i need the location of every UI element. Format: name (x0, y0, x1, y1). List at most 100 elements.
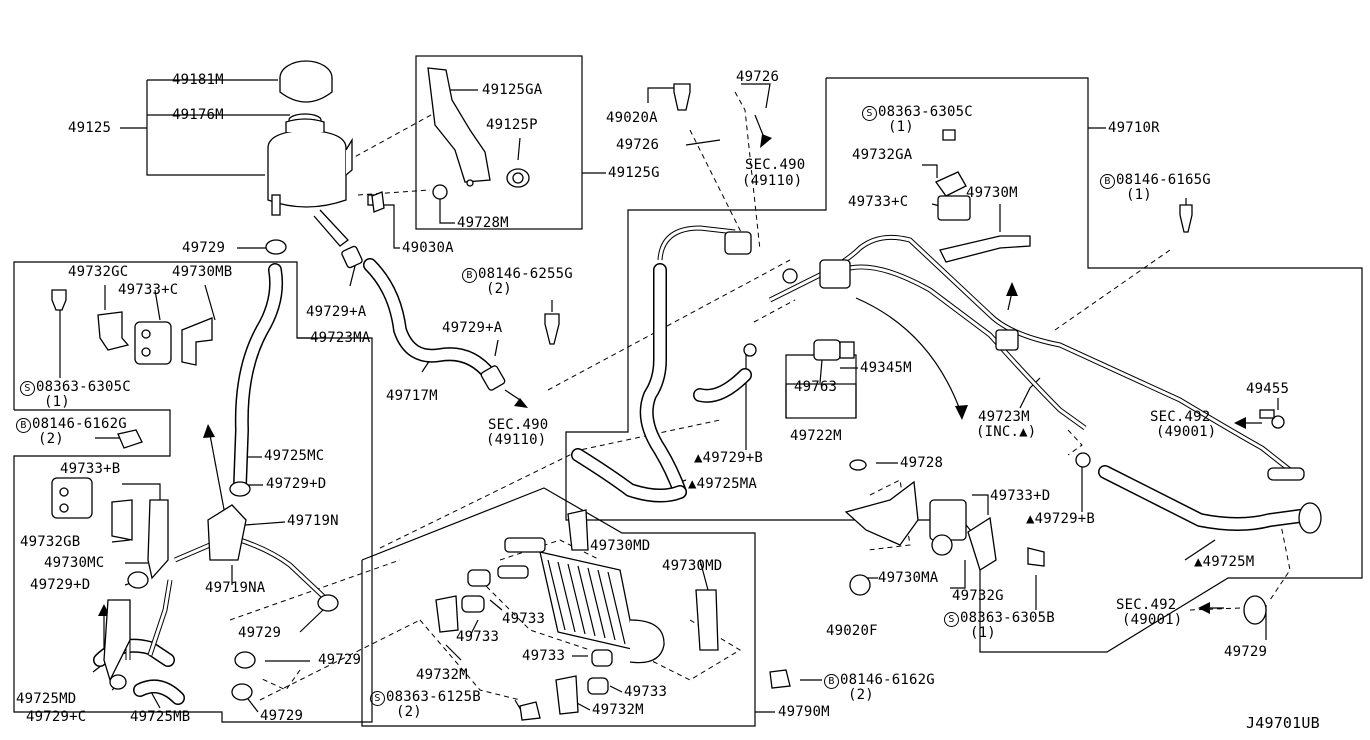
callout-sec490-lower: SEC.490 (488, 417, 549, 433)
callout-49729-left-2: 49729 (318, 652, 362, 668)
b-marker-icon: B (824, 674, 839, 689)
callout-49729B-1: ▲49729+B (694, 450, 764, 466)
direction-arrows (98, 114, 1262, 650)
callout-49020A: 49020A (606, 110, 658, 126)
callout-49732G: 49732G (952, 588, 1004, 604)
brackets-insulators (51, 171, 1275, 682)
callout-49733C-left: 49733+C (118, 282, 179, 298)
callout-49790M: 49790M (778, 704, 830, 720)
callout-49763: 49763 (794, 379, 838, 395)
callout-49125P: 49125P (486, 117, 538, 133)
callout-49730MD-2: 49730MD (662, 558, 723, 574)
qty-08363-6305C-left: (1) (44, 394, 70, 410)
callout-49725MB: 49725MB (130, 709, 191, 725)
callout-49733D: 49733+D (990, 488, 1051, 504)
callout-49030A: 49030A (402, 240, 454, 256)
callout-49730MC: 49730MC (44, 555, 105, 571)
callout-sec490-upper: SEC.490 (745, 157, 806, 173)
callout-sec492-lower: SEC.492 (1116, 597, 1177, 613)
callout-49725MC: 49725MC (264, 448, 325, 464)
hoses (93, 258, 1307, 705)
callout-49733B: 49733+B (60, 461, 121, 477)
callout-49726-upper: 49726 (736, 69, 780, 85)
callout-49725M: ▲49725M (1194, 554, 1255, 570)
fittings-clamps (109, 231, 1322, 701)
bolts (51, 83, 1193, 721)
callout-49732GA: 49732GA (852, 147, 913, 163)
qty-08363-6125B: (2) (396, 704, 422, 720)
callout-49345M: 49345M (860, 360, 912, 376)
qty-08363-6305B: (1) (970, 625, 996, 641)
callout-49020F: 49020F (826, 623, 878, 639)
callout-49730MD-1: 49730MD (590, 538, 651, 554)
callout-49733-4: 49733 (624, 684, 668, 700)
callout-49723MA: 49723MA (310, 330, 371, 346)
bracket-assembly-49125g (427, 67, 530, 200)
qty-08146-6162G-bottom: (2) (848, 687, 874, 703)
callout-49726-lower: 49726 (616, 137, 660, 153)
b-marker-icon: B (16, 418, 31, 433)
callout-49730MB: 49730MB (172, 264, 233, 280)
b-marker-icon: B (462, 268, 477, 283)
callout-49732M-2: 49732M (592, 702, 644, 718)
callout-49125GA: 49125GA (482, 82, 543, 98)
callout-49455: 49455 (1246, 381, 1290, 397)
s-marker-icon: S (20, 381, 35, 396)
callout-49719N: 49719N (287, 513, 339, 529)
callout-sec492-upper-ref: (49001) (1156, 424, 1217, 440)
leader-lines (59, 79, 1279, 713)
callout-sec490-lower-ref: (49110) (486, 432, 547, 448)
oil-cooler-assembly (435, 509, 719, 715)
s-marker-icon: S (862, 106, 877, 121)
callout-49722M: 49722M (790, 428, 842, 444)
callout-49733-2: 49733 (456, 629, 500, 645)
callout-49733-3: 49733 (522, 648, 566, 664)
qty-08146-6255G: (2) (486, 281, 512, 297)
callout-49729D-1: 49729+D (266, 476, 327, 492)
callout-49176M: 49176M (172, 107, 224, 123)
callout-49733C-top: 49733+C (848, 194, 909, 210)
callout-sec490-upper-ref: (49110) (742, 173, 803, 189)
callout-49181M: 49181M (172, 72, 224, 88)
diagram-id: J49701UB (1246, 714, 1320, 732)
callout-sec492-lower-ref: (49001) (1122, 612, 1183, 628)
callout-49710R: 49710R (1108, 120, 1160, 136)
callout-49729-right: 49729 (1224, 644, 1268, 660)
callout-49125: 49125 (68, 120, 112, 136)
callout-49728: 49728 (900, 455, 944, 471)
callout-49729A-2: 49729+A (442, 320, 503, 336)
callout-49730MA: 49730MA (878, 570, 939, 586)
callout-49732M-1: 49732M (416, 667, 468, 683)
callout-49729B-2: ▲49729+B (1026, 511, 1096, 527)
callout-49723M: 49723M (978, 409, 1030, 425)
callout-49729-left-3: 49729 (260, 708, 304, 724)
callout-49723M-inc: (INC.▲) (976, 424, 1037, 440)
assembly-frames (13, 55, 1363, 727)
callout-49717M: 49717M (386, 388, 438, 404)
callout-sec492-upper: SEC.492 (1150, 409, 1211, 425)
callout-49729-reservoir: 49729 (182, 240, 226, 256)
callout-49728M: 49728M (457, 215, 509, 231)
callout-49729A-1: 49729+A (306, 304, 367, 320)
callout-49729D-2: 49729+D (30, 577, 91, 593)
callout-49730M: 49730M (966, 185, 1018, 201)
callout-49719NA: 49719NA (205, 580, 266, 596)
s-marker-icon: S (370, 691, 385, 706)
callout-49725MA: ▲49725MA (688, 476, 758, 492)
s-marker-icon: S (944, 612, 959, 627)
callout-49732GC: 49732GC (68, 264, 129, 280)
callout-49729-left-1: 49729 (238, 625, 282, 641)
callout-49732GB: 49732GB (20, 534, 81, 550)
reservoir-assembly (265, 60, 383, 255)
qty-08146-6162G-left: (2) (38, 431, 64, 447)
b-marker-icon: B (1100, 174, 1115, 189)
